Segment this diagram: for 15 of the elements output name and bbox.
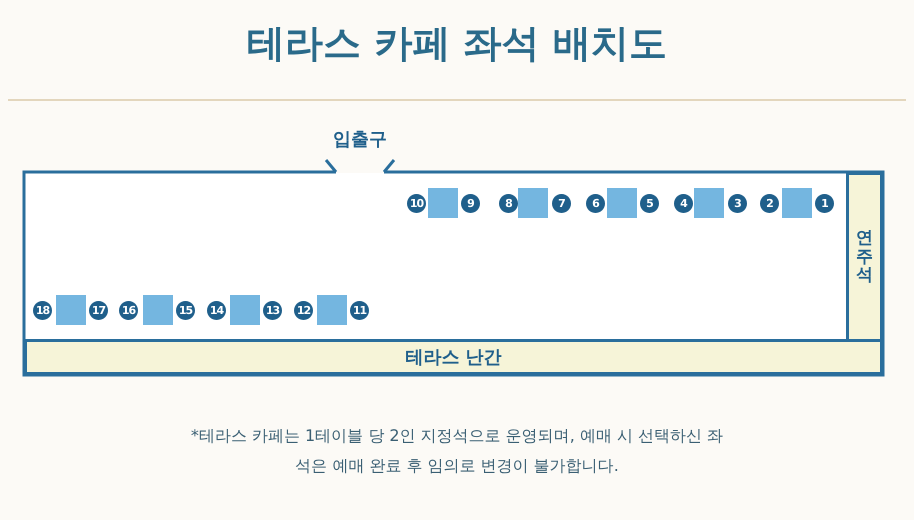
table-square bbox=[694, 188, 724, 218]
table-square bbox=[230, 295, 260, 325]
table-square bbox=[428, 188, 458, 218]
caption: *테라스 카페는 1테이블 당 2인 지정석으로 운영되며, 예매 시 선택하신 좌석은 예매 완료 후 임의로 변경이 불가합니다. bbox=[190, 425, 724, 477]
table-square bbox=[143, 295, 173, 325]
table-square bbox=[56, 295, 86, 325]
railing-band: 테라스 난간 bbox=[24, 339, 883, 375]
title: 테라스 카페 좌석 배치도 bbox=[246, 20, 668, 67]
table-square bbox=[317, 295, 347, 325]
table-square bbox=[607, 188, 637, 218]
table-square bbox=[782, 188, 812, 218]
stage-label: 연주석 bbox=[856, 228, 873, 286]
table-square bbox=[518, 188, 548, 218]
stage-band bbox=[846, 172, 883, 342]
entrance-label: 입출구 bbox=[332, 128, 388, 151]
